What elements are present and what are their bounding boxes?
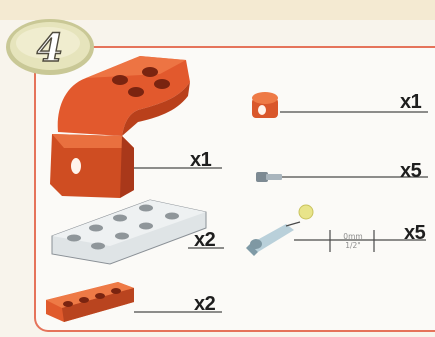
bracket-quantity: x1	[190, 150, 211, 170]
step-number: 4	[6, 17, 94, 77]
bar-quantity: x2	[194, 294, 215, 314]
bolt-quantity: x5	[400, 161, 421, 181]
plate-quantity: x2	[194, 230, 215, 250]
bracket-icon	[50, 56, 222, 198]
measure-line-2: 1/2"	[336, 241, 370, 250]
nut-quantity: x1	[400, 92, 421, 112]
peg-quantity: x5	[404, 223, 425, 243]
measure-line-1: 0mm	[336, 232, 370, 241]
measure-label: 0mm 1/2"	[336, 232, 370, 250]
